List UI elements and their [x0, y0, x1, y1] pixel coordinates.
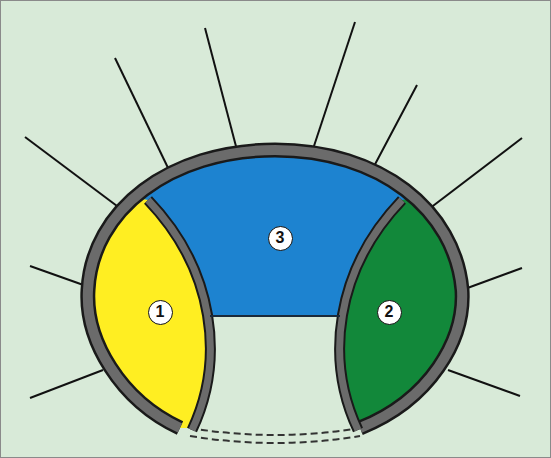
- right-drift: 2: [320, 150, 470, 440]
- callout-number: 2: [377, 300, 402, 325]
- invert-dashed: [190, 428, 360, 443]
- region-fill: [80, 140, 470, 316]
- callout-number: 3: [268, 226, 293, 251]
- region-shape: [80, 150, 230, 440]
- region-shape: [320, 150, 470, 440]
- callout-number: 1: [148, 300, 173, 325]
- left-drift: 1: [80, 150, 230, 440]
